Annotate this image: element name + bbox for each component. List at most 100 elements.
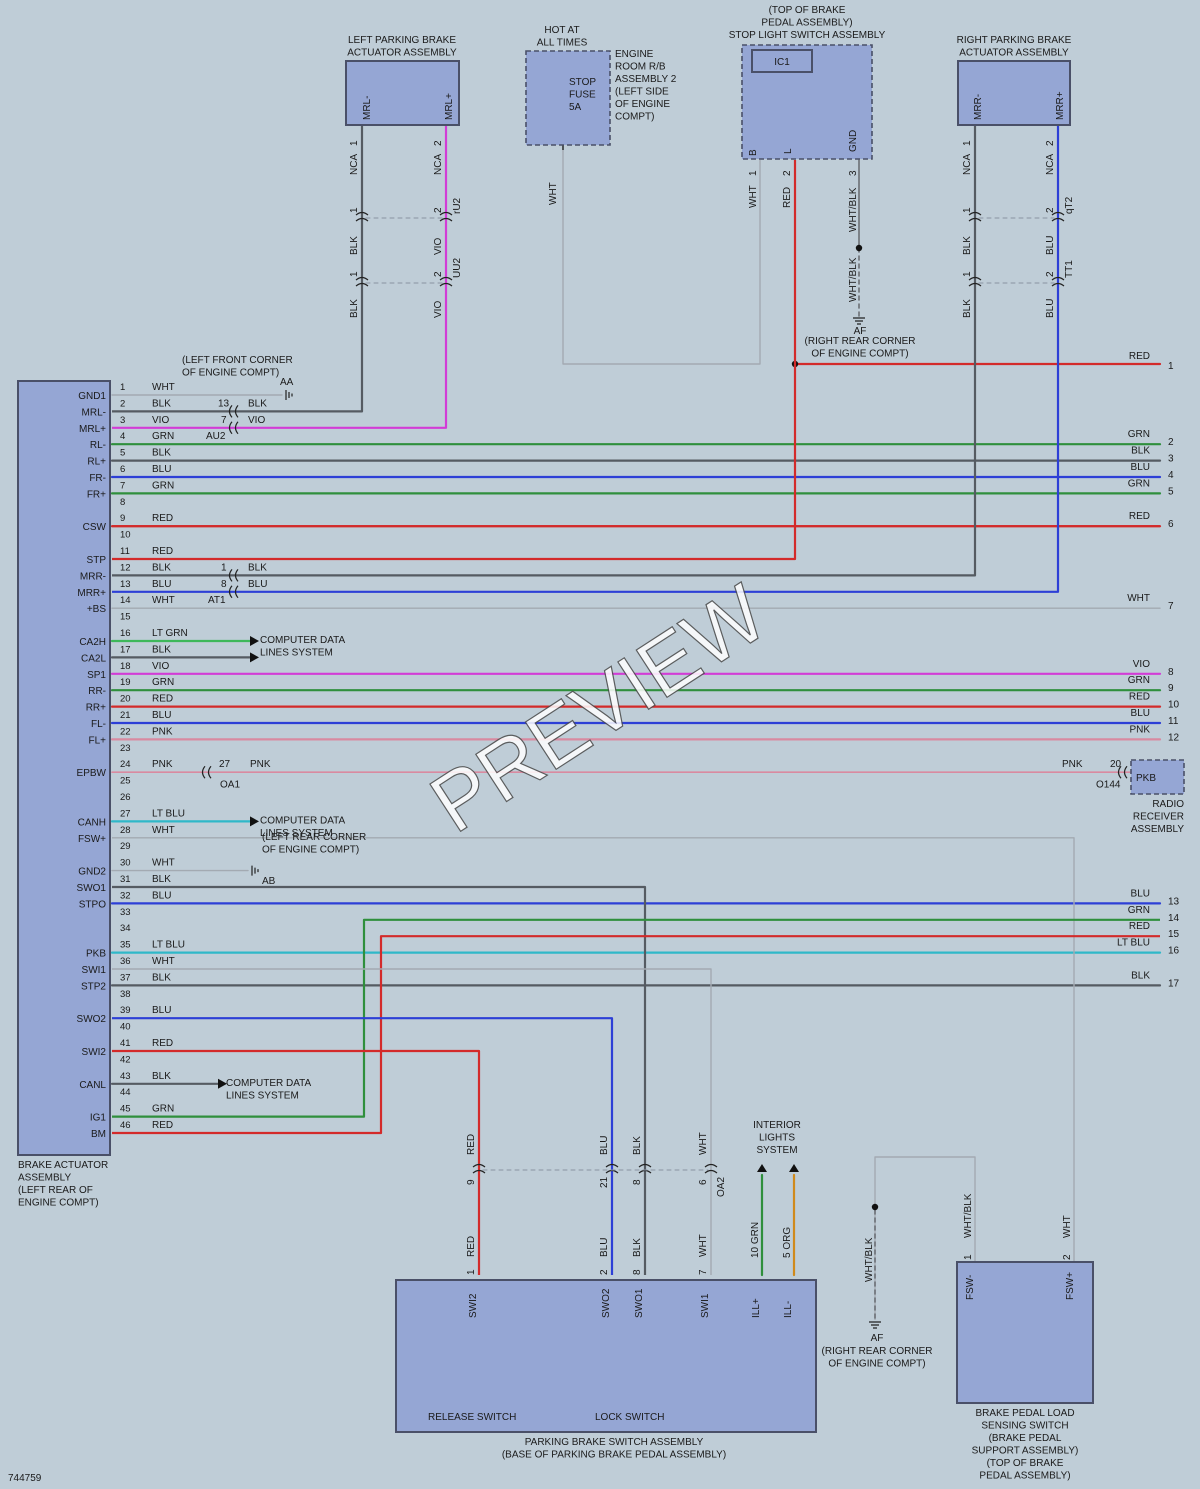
wire-color-5: BLK <box>152 448 171 459</box>
pin-label: 1 <box>963 1254 974 1260</box>
pin-number-32: 32 <box>120 890 131 901</box>
connector-oa1: OA1 <box>220 780 240 791</box>
pb-pin-swo1: SWO1 <box>634 1288 645 1318</box>
pin-label: 2 <box>433 207 444 213</box>
radio-caption-line: RECEIVER <box>1133 812 1184 823</box>
pin-label: 1 <box>349 140 360 146</box>
right-color-4: GRN <box>1128 429 1150 440</box>
pin-number-46: 46 <box>120 1120 131 1131</box>
pin-b: B <box>748 149 759 156</box>
pin-label: 2 <box>599 1269 610 1275</box>
connector-icon <box>439 276 453 287</box>
conn-pin: 8 <box>221 579 227 590</box>
pin-number-44: 44 <box>120 1087 131 1098</box>
stop-light-title-line: PEDAL ASSEMBLY) <box>761 18 852 29</box>
pin-name-2: MRL- <box>82 407 106 418</box>
conn-color: PNK <box>250 759 271 770</box>
pin-number-7: 7 <box>120 480 125 491</box>
connector-au2: AU2 <box>206 431 226 442</box>
wire-color-28: WHT <box>152 825 175 836</box>
pin-number-16: 16 <box>120 628 131 639</box>
wire-label-blk: BLK <box>349 299 360 318</box>
right-color-19: GRN <box>1128 675 1150 686</box>
brake-actuator-box <box>17 380 111 1156</box>
pin-number-15: 15 <box>120 612 131 623</box>
pin-fsw-plus: FSW+ <box>1065 1272 1076 1300</box>
pb-pin-swi2: SWI2 <box>468 1293 479 1318</box>
pin-label: 3 <box>848 170 859 176</box>
interior-lights-label-line: LIGHTS <box>759 1133 795 1144</box>
pin-name-36: SWI1 <box>82 965 107 976</box>
fuse-location-line: ENGINE <box>615 49 654 60</box>
pin-name-19: RR- <box>88 686 106 697</box>
pin-name-14: +BS <box>87 604 107 615</box>
connector-icon <box>1051 276 1065 287</box>
pin-label: 1 <box>962 207 973 213</box>
conn-color: BLU <box>248 579 267 590</box>
right-color-14: WHT <box>1127 593 1150 604</box>
arrow-icon <box>789 1164 799 1172</box>
wires-layer <box>110 60 1162 1406</box>
pin-number-31: 31 <box>120 874 131 885</box>
pin-name-24: EPBW <box>77 768 107 779</box>
ground-af2-note-line: (RIGHT REAR CORNER <box>822 1346 933 1357</box>
wire-color-24: PNK <box>152 759 173 770</box>
connector-o144: O144 <box>1096 780 1121 791</box>
right-ref-12: 12 <box>1168 732 1180 743</box>
right-ref-10: 10 <box>1168 700 1180 711</box>
ground-af-note-line: OF ENGINE COMPT) <box>811 349 908 360</box>
right-color-34: RED <box>1129 921 1150 932</box>
wire-color-46: RED <box>152 1120 173 1131</box>
connector-icon <box>228 585 239 599</box>
ground-aa-note-line: (LEFT FRONT CORNER <box>182 355 293 366</box>
wire-label-blk: BLK <box>962 236 973 255</box>
pin-name-35: PKB <box>86 949 106 960</box>
conn-pin: 27 <box>219 759 231 770</box>
load-switch-caption-line: SENSING SWITCH <box>981 1421 1068 1432</box>
wire-color-43: BLK <box>152 1071 171 1082</box>
pin-number-43: 43 <box>120 1071 131 1082</box>
pin-number-34: 34 <box>120 923 131 934</box>
pin-name-21: FL- <box>91 719 106 730</box>
stop-light-title-line: STOP LIGHT SWITCH ASSEMBLY <box>729 30 886 41</box>
ic1-label: IC1 <box>774 57 790 68</box>
ground-ab-id: AB <box>262 876 276 887</box>
release-switch-label: RELEASE SWITCH <box>428 1412 516 1423</box>
right-ref-8: 8 <box>1168 667 1174 678</box>
pin-name-39: SWO2 <box>77 1014 107 1025</box>
wire-color-37: BLK <box>152 972 171 983</box>
component-boxes <box>17 44 1185 1433</box>
computer-data-label-line: LINES SYSTEM <box>226 1090 299 1101</box>
left-actuator-title-line: LEFT PARKING BRAKE <box>348 35 456 46</box>
pb-pin-swi1: SWI1 <box>700 1293 711 1318</box>
wire-swo2 <box>112 1017 614 1275</box>
pin-name-45: IG1 <box>90 1113 107 1124</box>
lock-switch-label: LOCK SWITCH <box>595 1412 664 1423</box>
pin-gnd: GND <box>848 130 859 152</box>
pin-label: 21 <box>599 1176 610 1188</box>
radio-box <box>1130 759 1185 795</box>
pin-label: 2 <box>1045 140 1056 146</box>
wire-mrl-plus <box>112 125 448 429</box>
right-color-32: BLU <box>1131 888 1150 899</box>
ground-af-icon <box>853 317 865 325</box>
connector-icon <box>228 421 239 435</box>
wire-label: WHT/BLK <box>848 187 859 232</box>
connector-icon <box>228 569 239 582</box>
pin-label: 1 <box>349 271 360 277</box>
pin-mrl-plus: MRL+ <box>444 93 455 120</box>
pin-name-27: CANH <box>78 817 106 828</box>
pin-number-45: 45 <box>120 1104 131 1115</box>
conn-pin: 7 <box>221 415 227 426</box>
computer-data-label-line: LINES SYSTEM <box>260 828 333 839</box>
pin-number-39: 39 <box>120 1005 131 1016</box>
radio-caption-line: RADIO <box>1152 799 1184 810</box>
fuse-location-line: ASSEMBLY 2 <box>615 74 677 85</box>
pin-name-20: RR+ <box>86 703 106 714</box>
pin-label: 2 <box>433 271 444 277</box>
pin-number-1: 1 <box>120 382 125 393</box>
fuse-hot-label-line: HOT AT <box>544 25 579 36</box>
computer-data-label-line: COMPUTER DATA <box>260 815 346 826</box>
arrow-icon <box>757 1164 767 1172</box>
